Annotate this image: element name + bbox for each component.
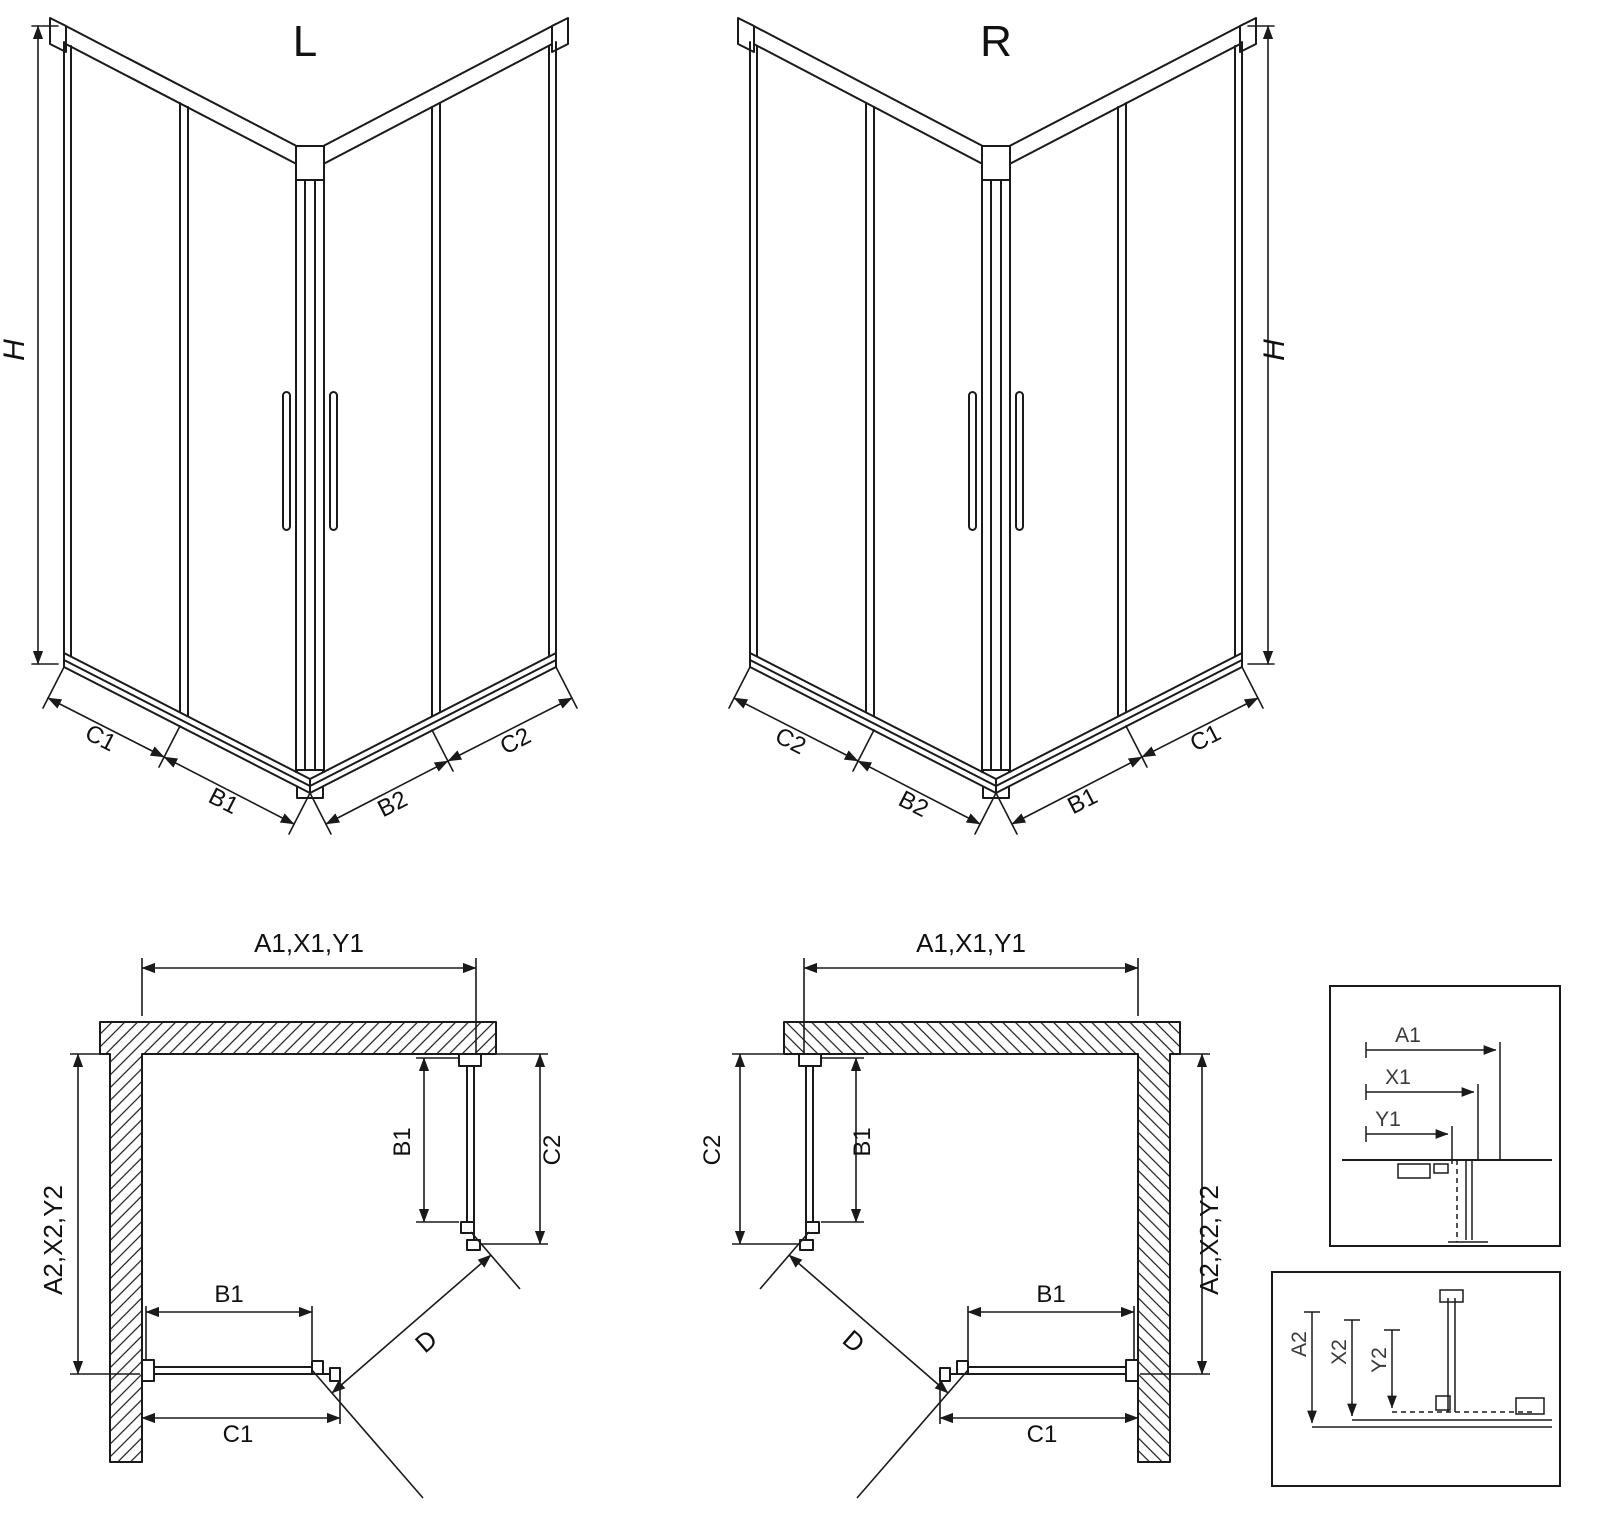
dim-label-b1: B1 (389, 1127, 416, 1156)
dim-label-c2: C2 (771, 722, 811, 760)
plan-view-right: A1,X1,Y1 A2,X2,Y2 B1 C2 B1 C1 D (699, 928, 1224, 1498)
detail-label-x1: X1 (1385, 1066, 1411, 1089)
dim-label-height: H (1258, 339, 1291, 361)
iso-view-left: L H C1 B1 B2 C2 (0, 17, 577, 834)
dim-label-d: D (409, 1324, 443, 1359)
detail-label-a1: A1 (1395, 1024, 1421, 1047)
dim-label-c1: C1 (1186, 719, 1226, 757)
detail-box-vertical-dims: A2 X2 Y2 (1271, 1271, 1561, 1487)
dim-label-b2: B2 (894, 786, 932, 823)
detail-label-y2: Y2 (1368, 1347, 1391, 1373)
dim-label-b2: B2 (373, 786, 411, 823)
dim-label-c1: C1 (1027, 1421, 1058, 1448)
dim-label-a2-group: A2,X2,Y2 (38, 1185, 68, 1295)
dim-label-a1-group: A1,X1,Y1 (254, 928, 364, 958)
dim-label-b1: B1 (1063, 783, 1101, 820)
dim-label-c2: C2 (539, 1135, 566, 1166)
dim-label-height: H (0, 339, 31, 361)
dim-label-c2: C2 (496, 722, 536, 760)
dim-label-c1: C1 (223, 1421, 254, 1448)
dim-label-b1: B1 (204, 783, 242, 820)
dim-label-b1: B1 (214, 1281, 243, 1308)
detail-label-a2: A2 (1288, 1331, 1311, 1357)
dim-label-c1: C1 (81, 719, 121, 757)
detail-label-y1: Y1 (1375, 1108, 1401, 1131)
view-label-left: L (293, 17, 317, 66)
view-label-right: R (980, 17, 1012, 66)
dim-label-a1-group: A1,X1,Y1 (916, 928, 1026, 958)
detail-box-horizontal-dims: A1 X1 Y1 (1329, 985, 1561, 1247)
dim-label-a2-group: A2,X2,Y2 (1194, 1185, 1224, 1295)
dim-label-c2: C2 (699, 1135, 726, 1166)
dim-label-b1: B1 (1036, 1281, 1065, 1308)
plan-view-left: A1,X1,Y1 A2,X2,Y2 B1 C2 B1 C1 D (38, 928, 566, 1498)
iso-view-right: R H C2 B2 B1 C1 (729, 17, 1291, 834)
dim-label-b1: B1 (849, 1127, 876, 1156)
dim-label-d: D (837, 1324, 871, 1359)
detail-label-x2: X2 (1328, 1339, 1351, 1365)
